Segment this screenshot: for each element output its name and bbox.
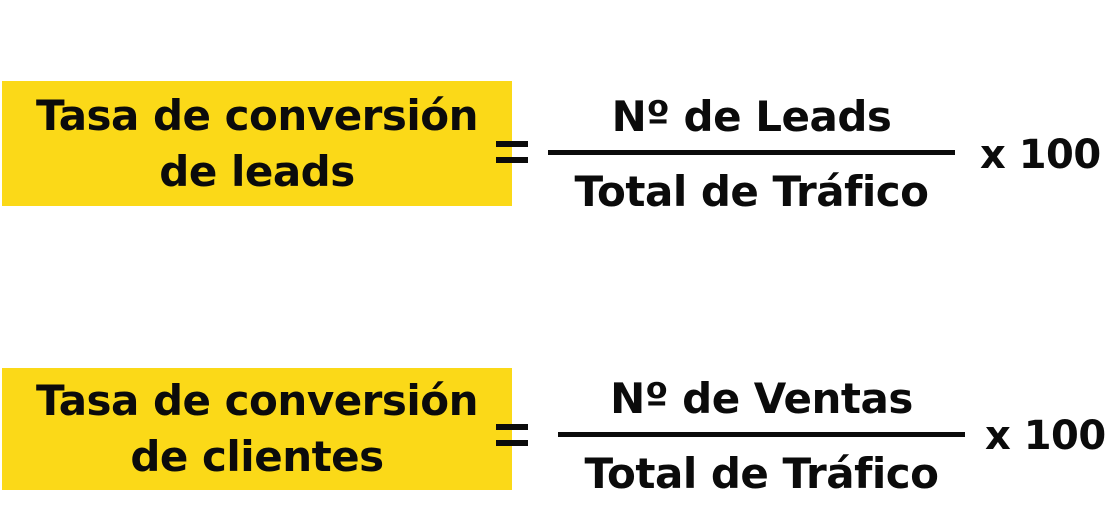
denominator: Total de Tráfico [584, 449, 939, 498]
formula-label-highlight: Tasa de conversión de clientes [2, 368, 512, 490]
fraction: Nº de Leads Total de Tráfico [548, 92, 955, 217]
fraction: Nº de Ventas Total de Tráfico [558, 374, 965, 499]
equals-sign [496, 424, 528, 456]
numerator: Nº de Ventas [610, 374, 913, 423]
formula-label-highlight: Tasa de conversión de leads [2, 81, 512, 206]
multiplier: x 100 [985, 413, 1106, 459]
fraction-bar [548, 150, 955, 155]
numerator: Nº de Leads [611, 92, 892, 141]
formula-label-line2: de clientes [130, 432, 384, 481]
formula-label-line1: Tasa de conversión [35, 376, 479, 425]
formula-label-line2: de leads [159, 146, 355, 196]
denominator: Total de Tráfico [574, 167, 929, 216]
formula-label-line1: Tasa de conversión [35, 90, 479, 140]
multiplier: x 100 [980, 132, 1101, 178]
fraction-bar [558, 432, 965, 437]
equals-sign [496, 141, 528, 173]
